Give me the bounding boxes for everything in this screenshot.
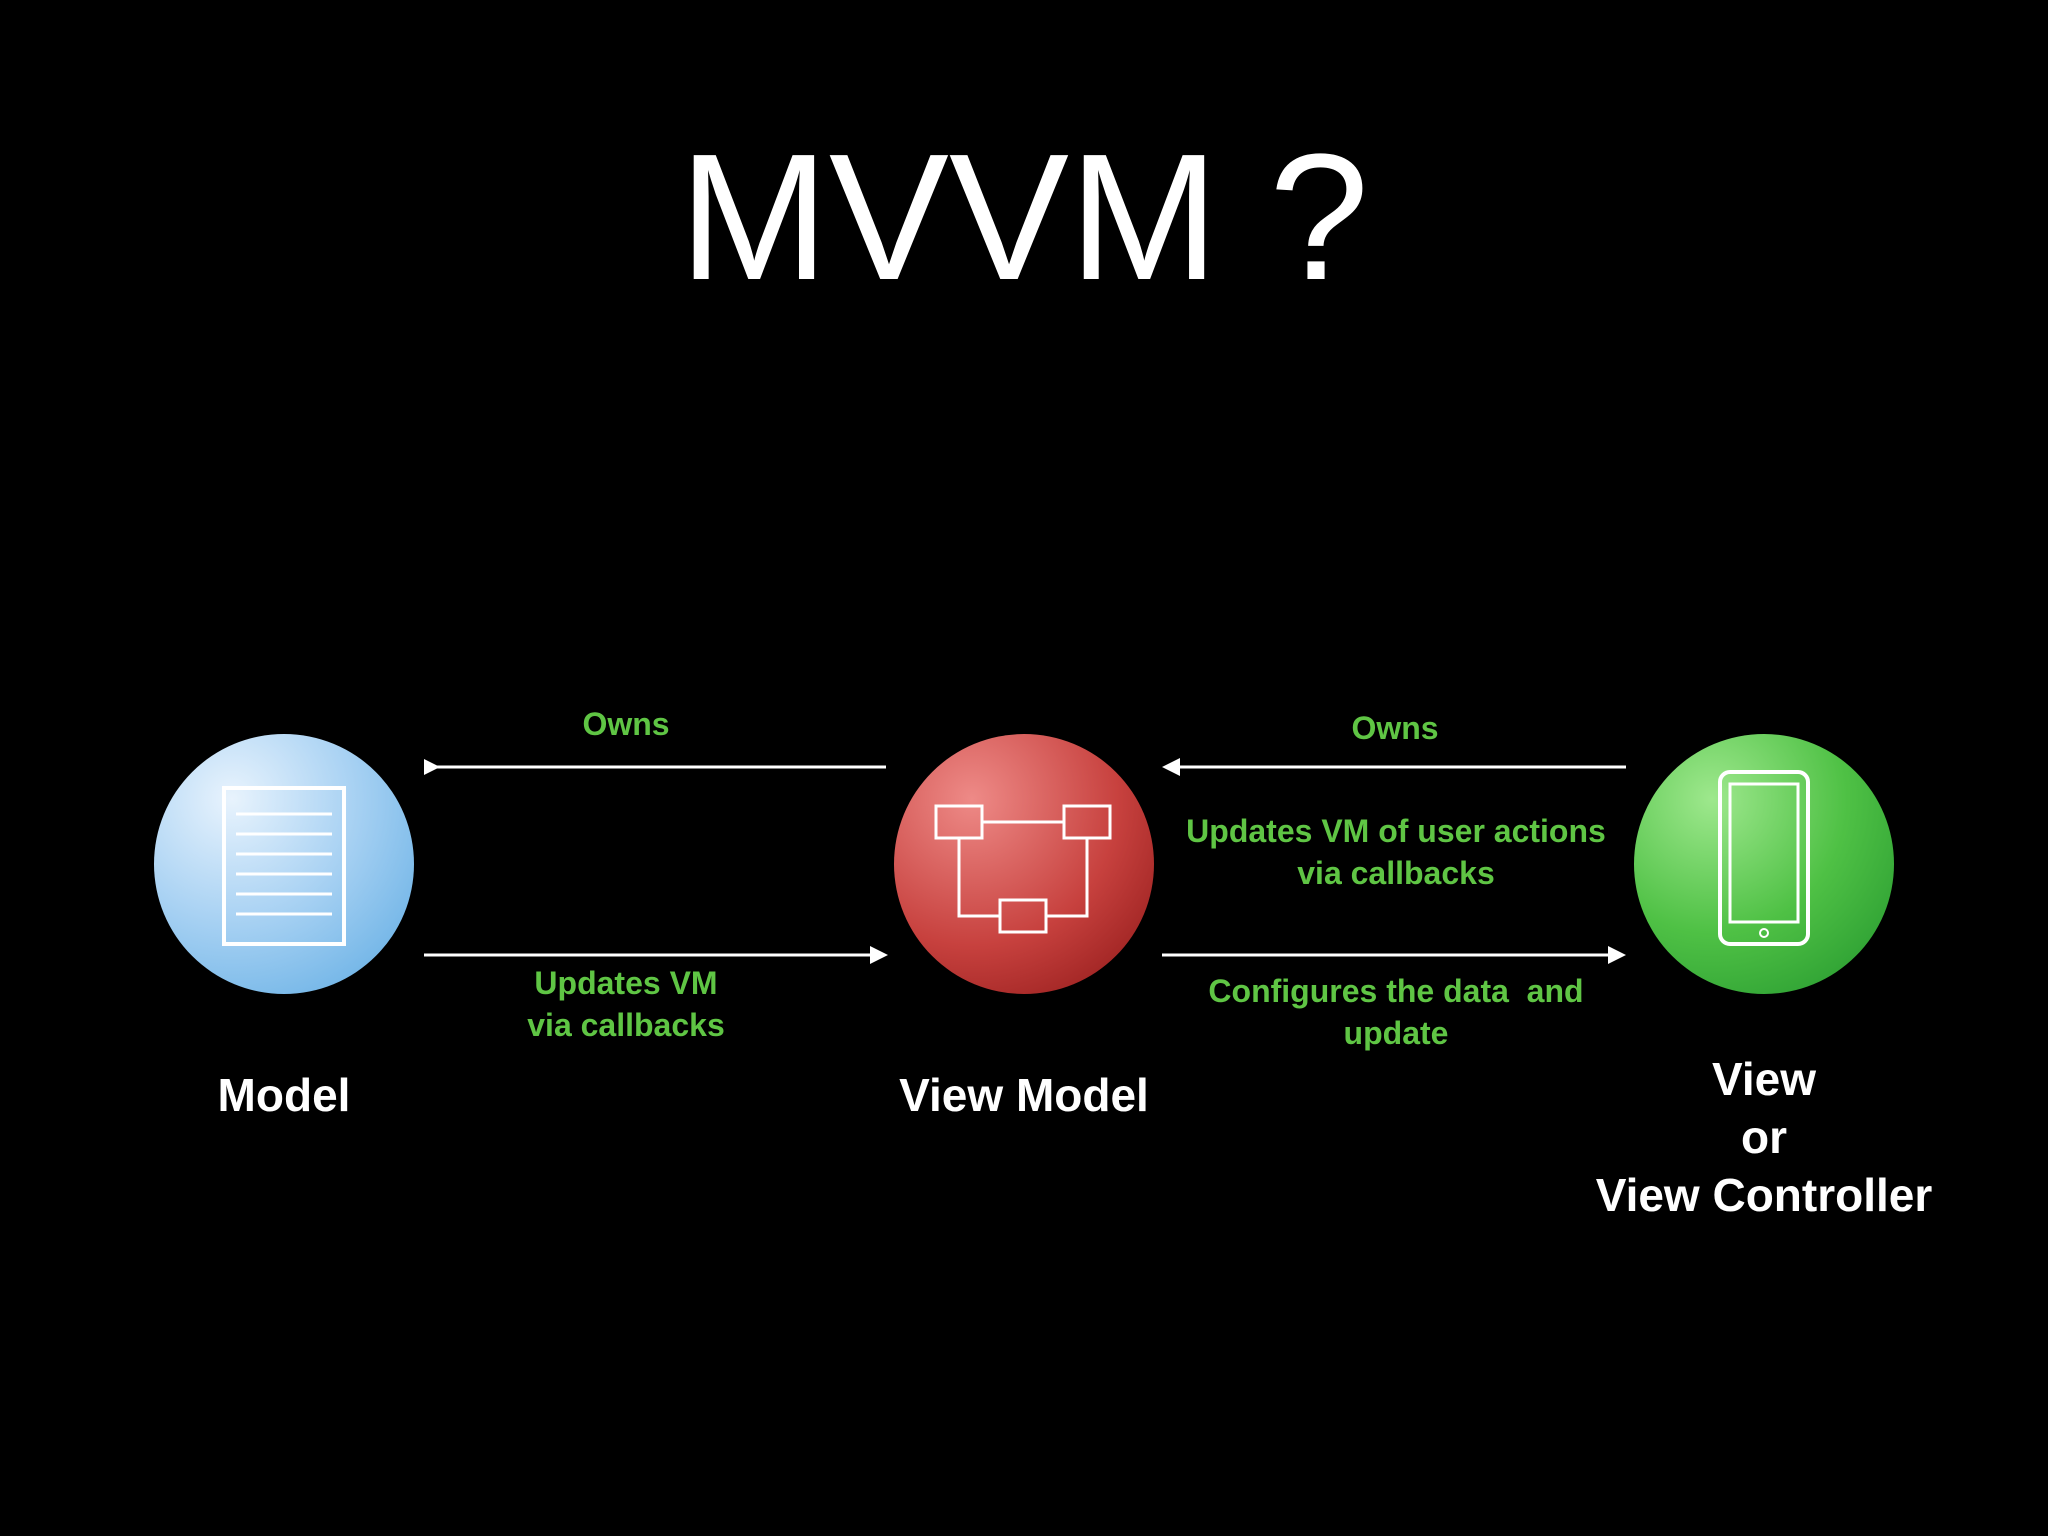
view-label-line-1: View: [1712, 1053, 1816, 1105]
edge-label-view-owns-vm: Owns: [1351, 710, 1439, 746]
view-node: [1634, 734, 1894, 994]
arrow-model-to-vm: [424, 946, 888, 964]
page-title: MVVM ?: [678, 117, 1370, 318]
edge-label-line: update: [1343, 1015, 1449, 1051]
flowchart-icon: [934, 804, 1112, 934]
phone-icon: [1718, 770, 1810, 946]
edge-label-line: Updates VM: [534, 965, 718, 1001]
model-label: Model: [217, 1069, 351, 1121]
view-label: View or View Controller: [1544, 1050, 1984, 1224]
arrow-vm-to-model: [424, 759, 886, 775]
edge-label-line: Updates VM of user actions: [1186, 813, 1606, 849]
edge-label-model-updates-vm: Updates VM via callbacks: [456, 962, 796, 1046]
edge-label-vm-owns-model: Owns: [582, 706, 670, 742]
view-model-label: View Model: [899, 1069, 1149, 1121]
edge-label-vm-configures-view: Configures the data and update: [1146, 970, 1646, 1054]
document-icon: [222, 786, 346, 946]
view-label-line-3: View Controller: [1595, 1169, 1933, 1221]
edge-label-line: via callbacks: [1297, 855, 1495, 891]
arrow-vm-to-view: [1162, 946, 1626, 964]
view-model-node: [894, 734, 1154, 994]
edge-label-line: via callbacks: [527, 1007, 725, 1043]
view-label-line-2: or: [1741, 1111, 1787, 1163]
edge-label-view-updates-vm: Updates VM of user actions via callbacks: [1146, 810, 1646, 894]
model-node: [154, 734, 414, 994]
arrow-view-to-vm: [1162, 758, 1626, 776]
edge-label-line: Configures the data and: [1208, 973, 1584, 1009]
